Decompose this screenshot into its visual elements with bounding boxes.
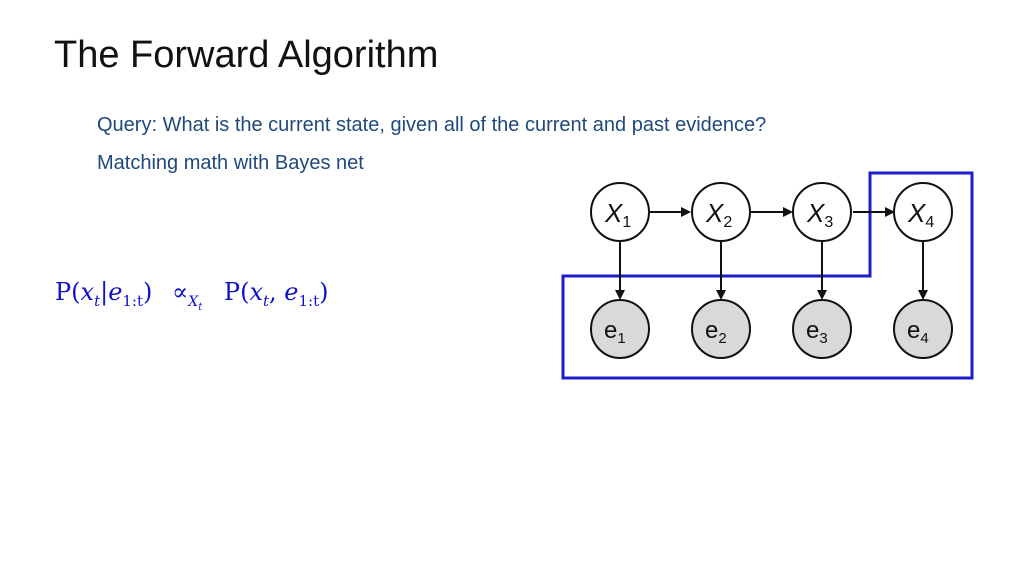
formula-rhs-e-sub: 1:t <box>298 291 320 310</box>
node-x3: X3 <box>792 182 852 242</box>
node-e2-sub: 2 <box>718 330 726 347</box>
node-e3-label: e <box>806 317 819 344</box>
formula-lhs-cond-sub: 1:t <box>122 291 144 310</box>
svg-text:X3: X3 <box>806 198 833 231</box>
node-x3-sub: 3 <box>824 214 833 231</box>
bullet-query: Query: What is the current state, given … <box>97 114 767 136</box>
node-x3-label: X <box>806 198 826 228</box>
node-x2-sub: 2 <box>723 214 732 231</box>
node-e3: e3 <box>792 299 852 359</box>
formula-prop-sub: Xt <box>188 294 203 313</box>
node-x1-label: X <box>604 198 624 228</box>
svg-text:X2: X2 <box>705 198 732 231</box>
node-e3-sub: 3 <box>819 330 827 347</box>
formula-rhs-p: P( <box>223 278 250 306</box>
proportionality-formula: P(xt|e1:t) ∝Xt P(xt, e1:t) <box>55 278 328 313</box>
formula-prop-sub-var: X <box>188 294 199 310</box>
node-x1: X1 <box>590 182 650 242</box>
formula-rhs-var: x <box>249 278 263 306</box>
node-x2-label: X <box>705 198 725 228</box>
node-x1-sub: 1 <box>622 214 631 231</box>
formula-proportional-symbol: ∝ <box>172 278 189 306</box>
formula-rhs-e: e <box>284 278 299 306</box>
node-x4-sub: 4 <box>925 214 934 231</box>
node-x4: X4 <box>893 182 953 242</box>
node-e1-sub: 1 <box>617 330 625 347</box>
formula-lhs-cond: e <box>108 278 123 306</box>
node-e1-label: e <box>604 317 617 344</box>
formula-rhs-close: ) <box>319 278 329 306</box>
formula-prop-sub-sub: t <box>198 301 203 313</box>
svg-text:X4: X4 <box>907 198 934 231</box>
node-x4-label: X <box>907 198 927 228</box>
formula-comma: , <box>269 278 285 306</box>
formula-rhs-var-sub: t <box>262 291 270 310</box>
node-e1: e1 <box>590 299 650 359</box>
node-x2: X2 <box>691 182 751 242</box>
bullet-matching: Matching math with Bayes net <box>97 152 364 174</box>
formula-lhs-close: ) <box>143 278 153 306</box>
node-e2: e2 <box>691 299 751 359</box>
formula-lhs-p: P( <box>55 278 81 306</box>
formula-lhs-var: x <box>80 278 95 306</box>
svg-text:X1: X1 <box>604 198 631 231</box>
node-e2-label: e <box>705 317 718 344</box>
node-e4: e4 <box>893 299 953 359</box>
formula-bar: | <box>100 278 109 306</box>
svg-text:e3: e3 <box>806 317 828 347</box>
svg-text:e1: e1 <box>604 317 626 347</box>
formula-lhs-var-sub: t <box>94 291 101 310</box>
node-e4-label: e <box>907 317 920 344</box>
svg-text:e2: e2 <box>705 317 727 347</box>
slide-title: The Forward Algorithm <box>54 34 439 76</box>
svg-text:e4: e4 <box>907 317 929 347</box>
node-e4-sub: 4 <box>920 330 928 347</box>
highlight-boundary <box>561 171 974 380</box>
